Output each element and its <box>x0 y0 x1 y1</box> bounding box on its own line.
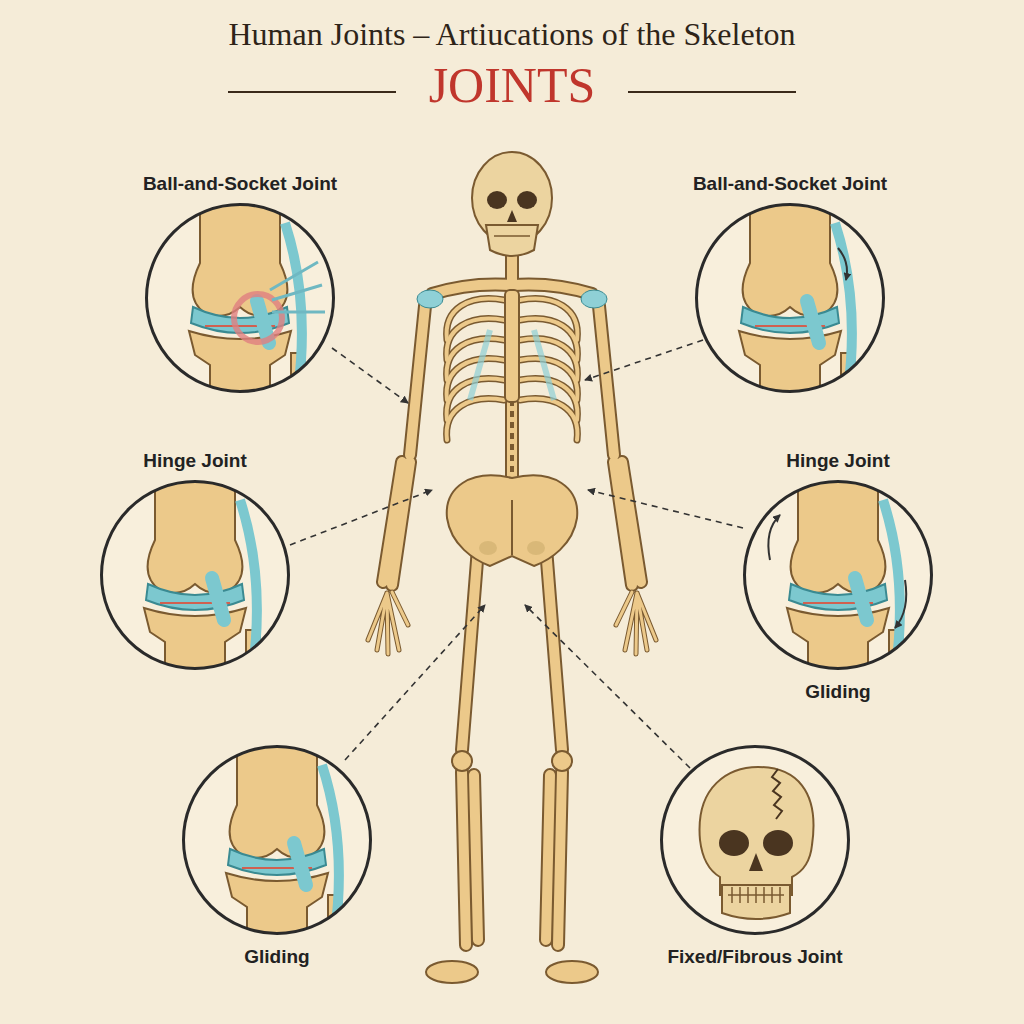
joint-label: Hinge Joint <box>143 450 246 472</box>
joint-label: Ball-and-Socket Joint <box>693 173 887 195</box>
joint-label: Fixed/Fibrous Joint <box>667 946 842 968</box>
joint-circle: Hinge JointGliding <box>743 480 933 670</box>
joint-circle: Gliding <box>182 745 372 935</box>
joint-circle: Fixed/Fibrous Joint <box>660 745 850 935</box>
skeleton <box>368 152 656 983</box>
joint-label: Ball-and-Socket Joint <box>143 173 337 195</box>
joint-label: Hinge Joint <box>786 450 889 472</box>
joint-illustrations <box>102 198 931 940</box>
joint-circle: Ball-and-Socket Joint <box>695 203 885 393</box>
joint-label: Gliding <box>805 681 870 703</box>
joint-circle: Hinge Joint <box>100 480 290 670</box>
diagram-title: Human Joints – Artiucations of the Skele… <box>0 16 1024 53</box>
joint-circle: Ball-and-Socket Joint <box>145 203 335 393</box>
subtitle: JOINTS <box>0 56 1024 114</box>
leader-lines <box>290 340 743 768</box>
joint-label: Gliding <box>244 946 309 968</box>
